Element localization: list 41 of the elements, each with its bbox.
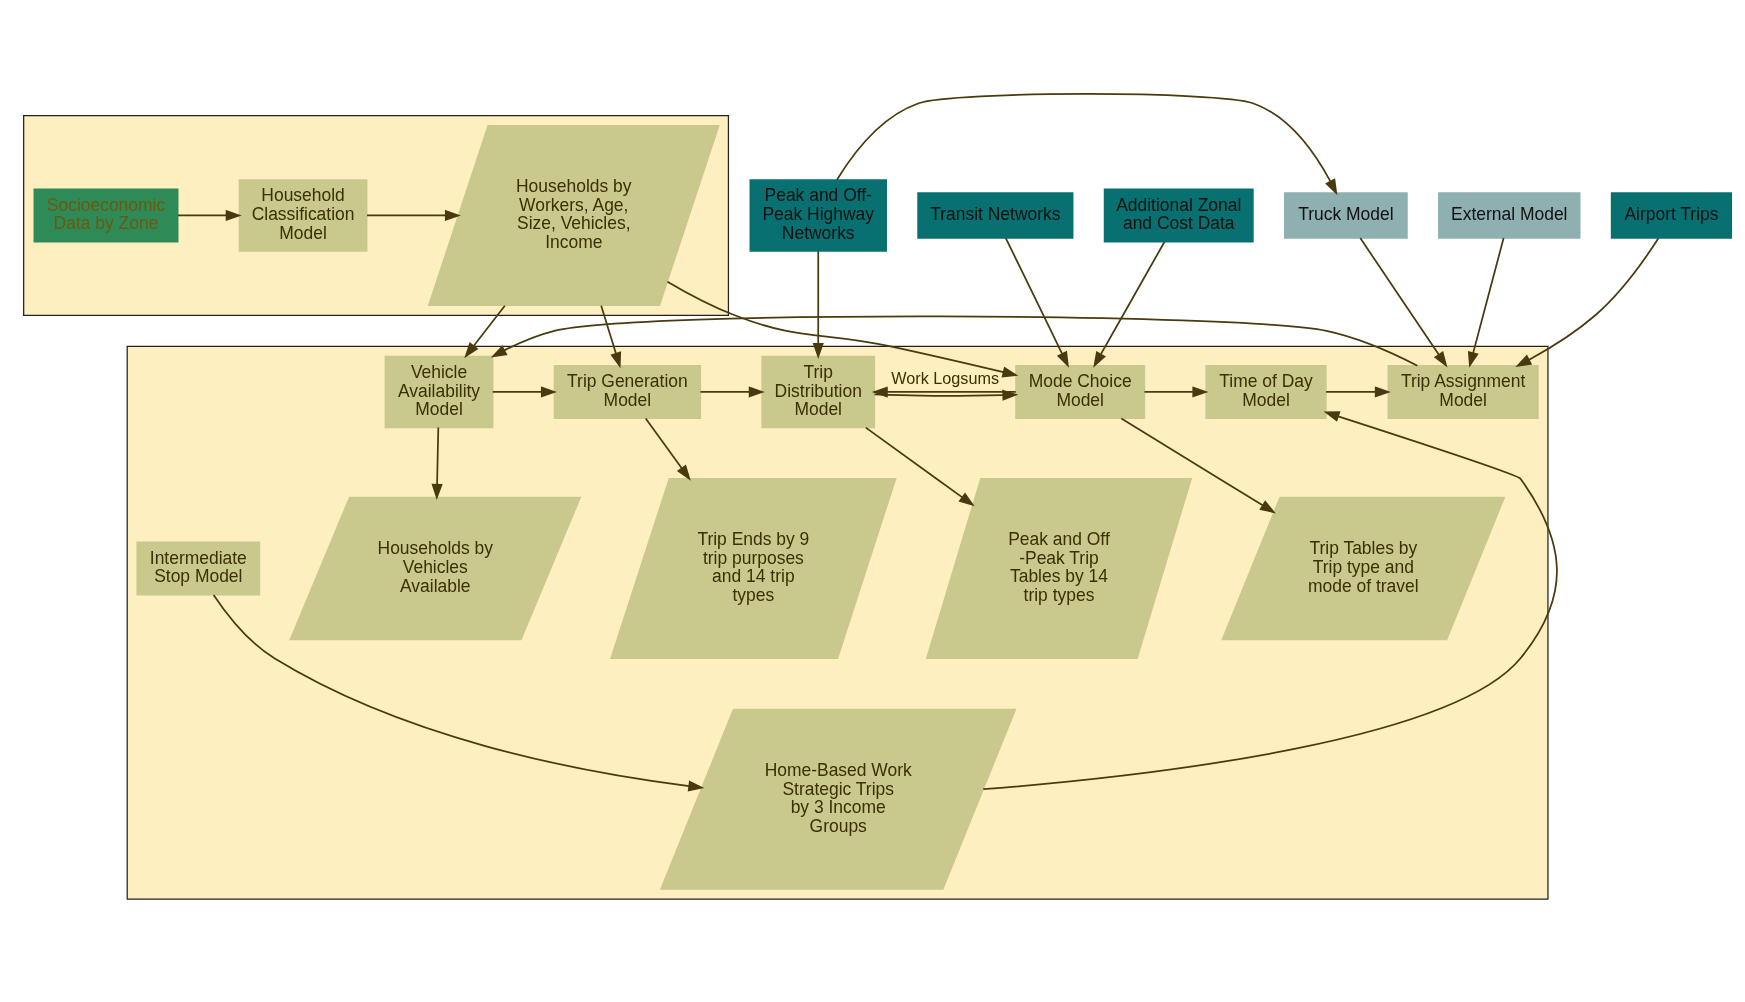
arrow bbox=[366, 209, 461, 221]
node-box: Trip Distribution Model bbox=[761, 355, 876, 428]
arrow bbox=[812, 249, 824, 359]
arrow bbox=[836, 92, 1338, 195]
edge-label: Work Logsums bbox=[891, 368, 1000, 387]
arrow bbox=[490, 315, 1419, 367]
node-box: Mode Choice Model bbox=[1015, 364, 1146, 419]
node-box: External Model bbox=[1438, 191, 1581, 239]
arrow bbox=[464, 304, 506, 358]
node-box: Trip Generation Model bbox=[553, 364, 702, 419]
arrow bbox=[491, 385, 557, 398]
node-box: Intermediate Stop Model bbox=[136, 541, 261, 595]
cluster bbox=[23, 114, 730, 316]
arrow bbox=[177, 209, 242, 221]
arrow bbox=[431, 426, 443, 500]
arrow bbox=[1325, 385, 1391, 398]
arrow bbox=[1515, 236, 1660, 367]
arrow bbox=[1143, 385, 1209, 398]
arrow bbox=[1120, 417, 1276, 513]
node-box: Airport Trips bbox=[1610, 191, 1733, 239]
node-box: Peak and Off-Peak Highway Networks bbox=[749, 178, 887, 252]
arrow bbox=[1359, 236, 1448, 367]
arrow bbox=[1467, 236, 1505, 368]
node-box: Transit Networks bbox=[917, 191, 1074, 239]
node-box: Additional Zonal and Cost Data bbox=[1103, 188, 1254, 242]
arrow bbox=[699, 385, 765, 398]
arrow bbox=[982, 410, 1558, 790]
node-box: Vehicle Availability Model bbox=[384, 355, 494, 428]
arrow bbox=[864, 426, 975, 506]
arrow bbox=[666, 280, 1019, 377]
node-box: Household Classification Model bbox=[238, 178, 368, 252]
arrow bbox=[600, 304, 622, 368]
arrow bbox=[1004, 236, 1069, 368]
node-box: Socioeconomic Data by Zone bbox=[33, 188, 179, 242]
arrow bbox=[871, 385, 1017, 398]
arrow bbox=[1093, 240, 1166, 368]
arrow bbox=[212, 593, 705, 792]
node-box: Truck Model bbox=[1284, 191, 1408, 239]
node-box: Time of Day Model bbox=[1205, 364, 1327, 419]
arrow bbox=[644, 417, 691, 481]
node-box: Trip Assignment Model bbox=[1387, 364, 1539, 419]
